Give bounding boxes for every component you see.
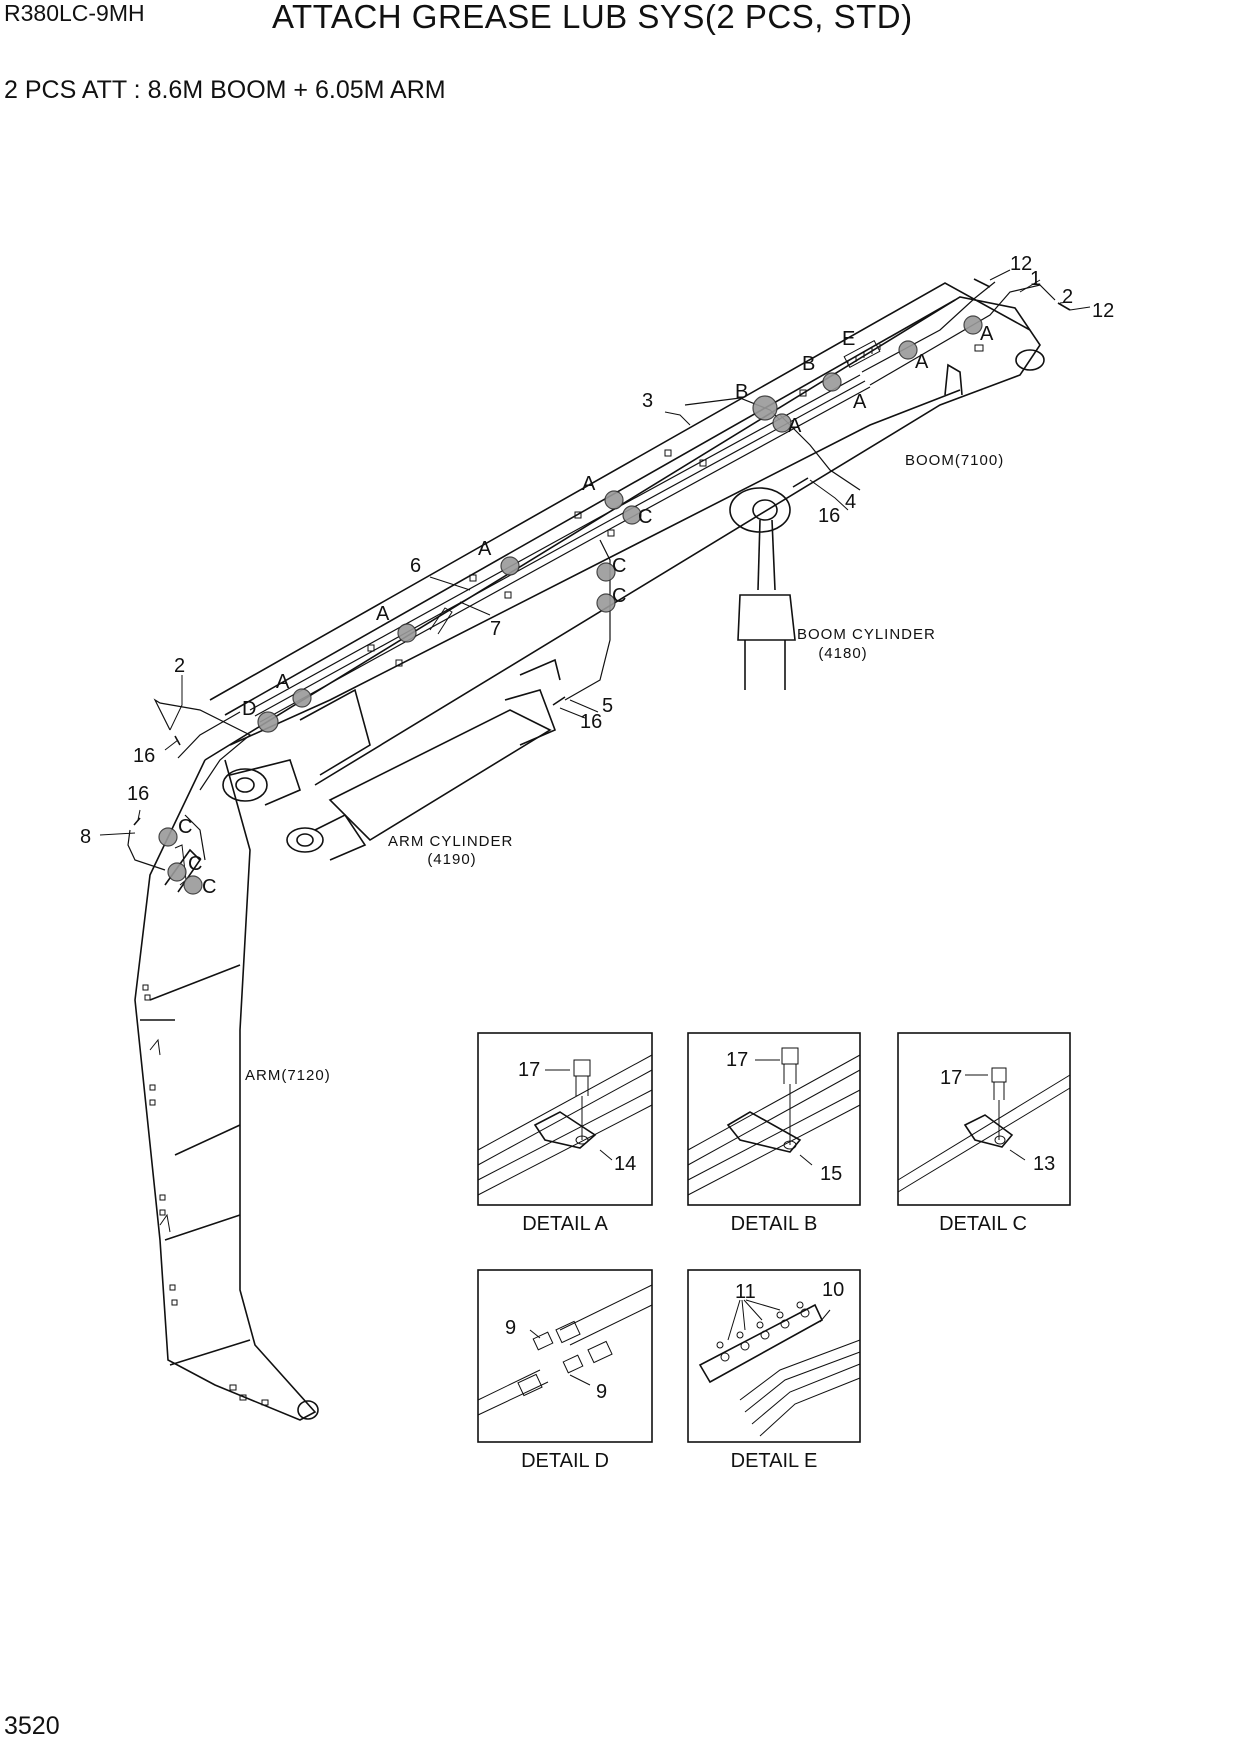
clamp-spot bbox=[257, 711, 279, 733]
detail-e-block: 10 bbox=[822, 1279, 844, 1301]
callout-c: C bbox=[612, 555, 626, 577]
callout-16: 16 bbox=[818, 505, 840, 527]
callout-1: 1 bbox=[1030, 268, 1041, 290]
clamp-spot bbox=[963, 315, 983, 335]
callout-a: A bbox=[788, 415, 802, 437]
page-number: 3520 bbox=[4, 1712, 60, 1740]
callout-c: C bbox=[612, 585, 626, 607]
clamp-spot bbox=[158, 827, 178, 847]
detail-e-caption: DETAIL E bbox=[731, 1450, 818, 1472]
clamp-spot bbox=[622, 505, 642, 525]
model-number: R380LC-9MH bbox=[4, 0, 145, 26]
page-subtitle: 2 PCS ATT : 8.6M BOOM + 6.05M ARM bbox=[4, 76, 446, 104]
detail-d-fitting: 9 bbox=[505, 1317, 516, 1339]
detail-a-bolt: 17 bbox=[518, 1059, 540, 1081]
clamp-spot bbox=[822, 372, 842, 392]
callout-a: A bbox=[276, 671, 290, 693]
callout-a: A bbox=[853, 391, 867, 413]
callout-a: A bbox=[980, 323, 994, 345]
callout-5: 5 bbox=[602, 695, 613, 717]
callout-12: 12 bbox=[1092, 300, 1114, 322]
callout-a: A bbox=[376, 603, 390, 625]
clamp-spot bbox=[596, 593, 616, 613]
clamp-spot bbox=[596, 562, 616, 582]
detail-c-clamp: 13 bbox=[1033, 1153, 1055, 1175]
callout-c: C bbox=[202, 876, 216, 898]
clamp-markers bbox=[158, 315, 983, 895]
callout-16: 16 bbox=[133, 745, 155, 767]
clamp-spot bbox=[397, 623, 417, 643]
arm-cylinder-drawing bbox=[286, 689, 557, 861]
callout-a: A bbox=[478, 538, 492, 560]
detail-e: 11 10 DETAIL E bbox=[687, 1269, 861, 1472]
callout-c: C bbox=[638, 506, 652, 528]
boom-cylinder-code: (4180) bbox=[818, 645, 867, 662]
boom-label: BOOM(7100) bbox=[905, 452, 1004, 469]
clamp-spot bbox=[292, 688, 312, 708]
detail-a-caption: DETAIL A bbox=[522, 1213, 608, 1235]
clamp-spot bbox=[752, 395, 778, 421]
callout-d: D bbox=[242, 698, 256, 720]
callout-7: 7 bbox=[490, 618, 501, 640]
arm-label: ARM(7120) bbox=[245, 1067, 331, 1084]
boom-drawing bbox=[204, 282, 1045, 806]
callout-12: 12 bbox=[1010, 253, 1032, 275]
clamp-spot bbox=[167, 862, 187, 882]
detail-a: 17 14 DETAIL A bbox=[477, 1032, 653, 1235]
callout-labels: 12 1 2 12 E A A B A 3 B A A C 4 16 6 A C… bbox=[80, 253, 1114, 898]
detail-e-nipples: 11 bbox=[735, 1281, 756, 1303]
boom-cylinder-label: BOOM CYLINDER bbox=[797, 626, 936, 643]
callout-2: 2 bbox=[1062, 286, 1073, 308]
callout-a: A bbox=[915, 351, 929, 373]
callout-4: 4 bbox=[845, 491, 856, 513]
detail-b-clamp: 15 bbox=[820, 1163, 842, 1185]
callout-6: 6 bbox=[410, 555, 421, 577]
callout-2: 2 bbox=[174, 655, 185, 677]
clamp-spot bbox=[604, 490, 624, 510]
page-title: ATTACH GREASE LUB SYS(2 PCS, STD) bbox=[272, 0, 913, 35]
clamp-spot bbox=[898, 340, 918, 360]
clamp-spot bbox=[183, 875, 203, 895]
callout-b: B bbox=[802, 353, 815, 375]
callout-3: 3 bbox=[642, 390, 653, 412]
leader-lines bbox=[99, 269, 1091, 836]
callout-8: 8 bbox=[80, 826, 91, 848]
detail-c: 17 13 DETAIL C bbox=[897, 1032, 1071, 1235]
detail-b-caption: DETAIL B bbox=[731, 1213, 818, 1235]
callout-16: 16 bbox=[580, 711, 602, 733]
callout-c: C bbox=[188, 853, 202, 875]
detail-b-bolt: 17 bbox=[726, 1049, 748, 1071]
callout-16: 16 bbox=[127, 783, 149, 805]
callout-e: E bbox=[842, 328, 855, 350]
detail-b: 17 15 DETAIL B bbox=[687, 1032, 861, 1235]
clamp-spot bbox=[500, 556, 520, 576]
component-labels: BOOM(7100) BOOM CYLINDER (4180) ARM CYLI… bbox=[245, 452, 1004, 1084]
clamp-spot bbox=[772, 413, 792, 433]
detail-c-caption: DETAIL C bbox=[939, 1213, 1027, 1235]
callout-b: B bbox=[735, 381, 748, 403]
detail-c-bolt: 17 bbox=[940, 1067, 962, 1089]
callout-c: C bbox=[178, 816, 192, 838]
detail-d-fitting: 9 bbox=[596, 1381, 607, 1403]
boom-cylinder-drawing bbox=[729, 487, 796, 690]
arm-cylinder-label: ARM CYLINDER bbox=[388, 833, 513, 850]
callout-a: A bbox=[582, 473, 596, 495]
detail-a-clamp: 14 bbox=[614, 1153, 636, 1175]
detail-d-caption: DETAIL D bbox=[521, 1450, 609, 1472]
arm-drawing bbox=[134, 759, 319, 1421]
detail-d: 9 9 DETAIL D bbox=[477, 1269, 653, 1472]
arm-cylinder-code: (4190) bbox=[427, 851, 476, 868]
